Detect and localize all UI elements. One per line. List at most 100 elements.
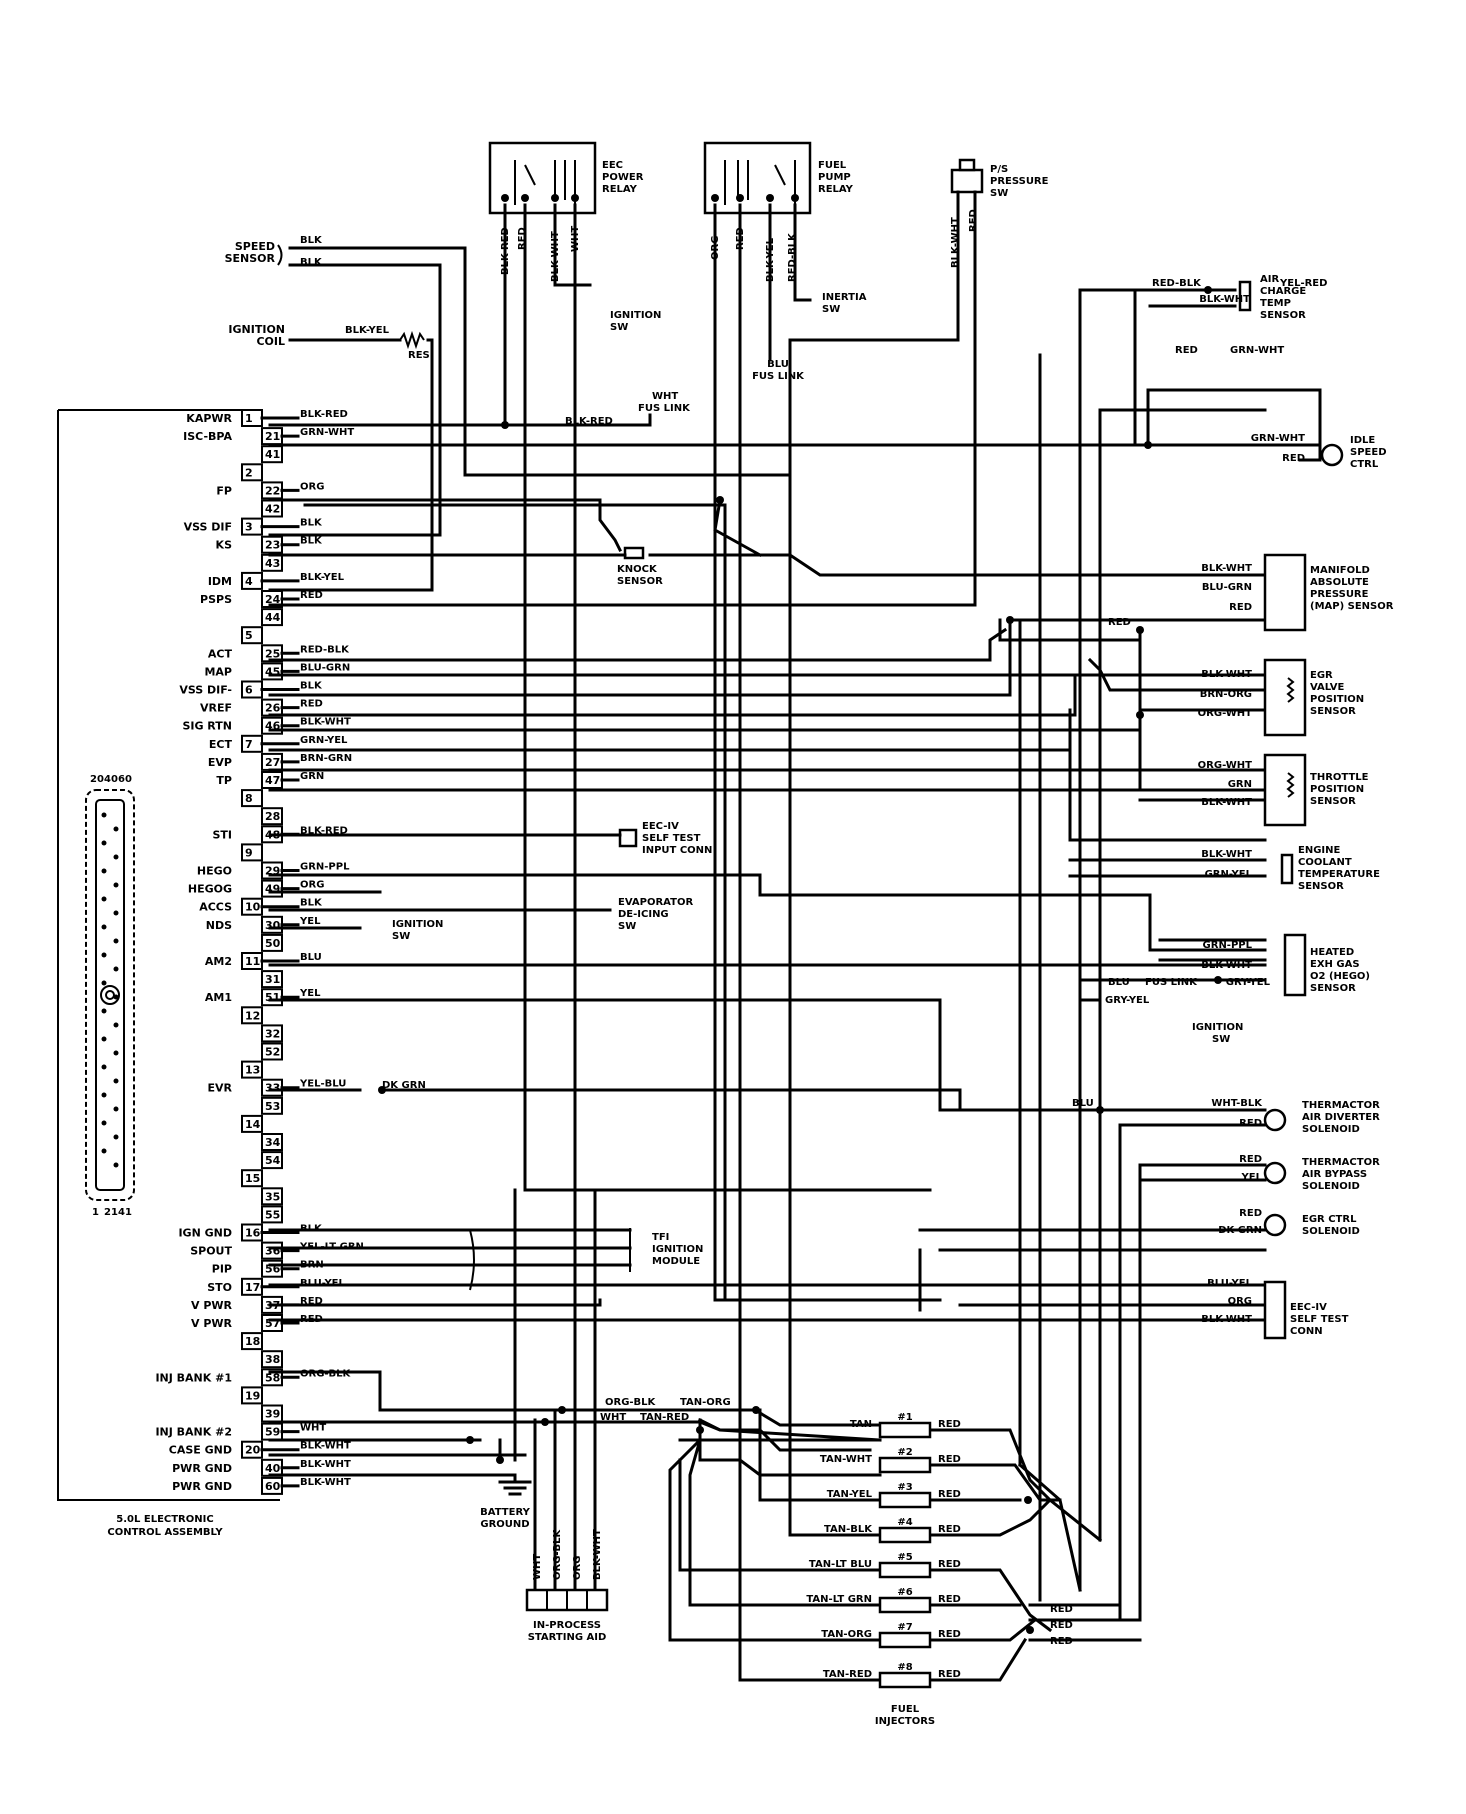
- svg-text:INJECTORS: INJECTORS: [875, 1716, 935, 1727]
- conn-label-1: 1: [92, 1207, 99, 1218]
- injector-body: [878, 1491, 932, 1509]
- ecu-pin-wire: BLK-YEL: [300, 572, 345, 583]
- ecu-pin-signal: EVP: [208, 756, 232, 769]
- svg-text:RED: RED: [1050, 1636, 1073, 1647]
- svg-text:BLU-GRN: BLU-GRN: [1202, 582, 1252, 593]
- injector-out-wire: RED: [938, 1594, 961, 1605]
- svg-text:BLU-YEL: BLU-YEL: [1207, 1278, 1253, 1289]
- ecu-pin-box: [241, 789, 263, 808]
- ecu-pin-number: 21: [265, 430, 280, 443]
- ecu-pin-wire: YEL-BLU: [299, 1079, 346, 1090]
- connector-pin-dot: [113, 910, 119, 916]
- svg-text:RED: RED: [1239, 1154, 1262, 1165]
- hego-sensor: GRN-PPL BLK-WHT GRY-YEL BLU FUS LINK GRY…: [1105, 933, 1370, 1045]
- svg-text:ABSOLUTE: ABSOLUTE: [1310, 577, 1369, 588]
- svg-text:IN-PROCESS: IN-PROCESS: [533, 1620, 601, 1631]
- svg-text:FUEL: FUEL: [818, 160, 847, 171]
- ecu-pin-number: 28: [265, 810, 280, 823]
- ecu-pin-wire: BLK-WHT: [300, 717, 351, 728]
- ecu-pin-wire: GRN-WHT: [300, 427, 354, 438]
- ecu-caption-2: CONTROL ASSEMBLY: [107, 1527, 223, 1538]
- injector-number: #7: [897, 1622, 912, 1633]
- svg-text:IGNITION: IGNITION: [610, 310, 661, 321]
- ecu-pin-box: [261, 608, 283, 627]
- ecu-pin-number: 59: [265, 1426, 280, 1439]
- injector-number: #5: [897, 1552, 912, 1563]
- ecu-pin-number: 43: [265, 557, 280, 570]
- ecu-pin-wire: ORG: [300, 481, 324, 492]
- ecu-pin-number: 27: [265, 756, 280, 769]
- ecu-pin-wire: YEL: [299, 988, 321, 999]
- injector-wire: TAN: [850, 1419, 872, 1430]
- connector-pin-dot: [113, 994, 119, 1000]
- svg-text:TFI: TFI: [652, 1232, 669, 1243]
- connector-pin-dot: [101, 812, 107, 818]
- ecu-pin-wire: RED: [300, 699, 323, 710]
- conn-label-60: 60: [118, 774, 132, 785]
- svg-text:YEL: YEL: [1241, 1172, 1263, 1183]
- svg-text:BLK-WHT: BLK-WHT: [1201, 669, 1252, 680]
- svg-text:RED-BLK: RED-BLK: [787, 232, 798, 282]
- injector-out-wire: RED: [938, 1454, 961, 1465]
- ecu-pin-signal: STI: [212, 828, 232, 841]
- ecu-pin-number: 3: [245, 521, 253, 534]
- ecu-pin-number: 40: [265, 1462, 281, 1475]
- connector-pin-dot: [101, 980, 107, 986]
- ecu-pin-signal: ECT: [209, 738, 233, 751]
- connector-pin-dot: [101, 1120, 107, 1126]
- ecu-pin-number: 18: [245, 1335, 260, 1348]
- ecu-pin-signal: ISC-BPA: [183, 430, 232, 443]
- svg-text:EGR: EGR: [1310, 670, 1333, 681]
- throttle-position-sensor: ORG-WHT GRN BLK-WHT THROTTLE POSITION SE…: [1198, 753, 1369, 827]
- svg-text:RED: RED: [1229, 602, 1252, 613]
- map-sensor: BLK-WHT BLU-GRN RED RED MANIFOLD ABSOLUT…: [1108, 553, 1394, 632]
- conn-label-21: 21: [104, 1207, 118, 1218]
- svg-text:CHARGE: CHARGE: [1260, 286, 1306, 297]
- starting-aid: WHT ORG-BLK ORG BLK-WHT IN-PROCESS START…: [525, 1528, 609, 1643]
- ecu-pin-wire: BLK-WHT: [300, 1441, 351, 1452]
- eec-iv-self-test-conn: BLU-YEL ORG BLK-WHT EEC-IV SELF TEST CON…: [1201, 1278, 1349, 1340]
- ecu-pin-number: 8: [245, 792, 253, 805]
- ecu-pin-wire: RED-BLK: [300, 644, 350, 655]
- ecu-pin-number: 44: [265, 611, 281, 624]
- svg-text:BRN-ORG: BRN-ORG: [1200, 689, 1252, 700]
- ecu-pin-number: 1: [245, 412, 253, 425]
- connector-pin-dot: [101, 868, 107, 874]
- ecu-pin-wire: BLK: [300, 536, 323, 547]
- ecu-pin-signal: MAP: [204, 665, 232, 678]
- ecu-pin-box: [241, 1332, 263, 1351]
- svg-text:IGNITION: IGNITION: [228, 323, 285, 336]
- svg-text:YEL-RED: YEL-RED: [1279, 278, 1327, 289]
- ecu-pin-wire: BLK-RED: [300, 409, 348, 420]
- injector-body: [878, 1526, 932, 1544]
- ecu-pin-signal: V PWR: [191, 1317, 233, 1330]
- ecu-pin-signal: VREF: [200, 702, 232, 715]
- svg-text:(MAP) SENSOR: (MAP) SENSOR: [1310, 601, 1394, 612]
- connector-pin-dot: [101, 840, 107, 846]
- svg-text:STARTING AID: STARTING AID: [528, 1632, 607, 1643]
- injector-wire: TAN-YEL: [827, 1489, 873, 1500]
- engine-coolant-temp-sensor: BLK-WHT GRN-YEL ENGINE COOLANT TEMPERATU…: [1201, 845, 1380, 892]
- ecu-pin-number: 31: [265, 973, 280, 986]
- ecu-pin-signal: HEGOG: [188, 883, 232, 896]
- ps-pressure-switch: P/S PRESSURE SW: [950, 158, 1049, 199]
- svg-text:TAN-RED: TAN-RED: [640, 1412, 689, 1423]
- ecu-pin-number: 9: [245, 846, 253, 859]
- ecu-pin-signal: KS: [216, 539, 233, 552]
- svg-text:BLK-RED: BLK-RED: [565, 416, 613, 427]
- injector-body: [878, 1561, 932, 1579]
- ecu-pin-wire: BLK-WHT: [300, 1459, 351, 1470]
- connector-pin-dot: [113, 1050, 119, 1056]
- svg-text:SENSOR: SENSOR: [1298, 881, 1344, 892]
- ecu-pin-number: 7: [245, 738, 253, 751]
- svg-text:DE-ICING: DE-ICING: [618, 909, 669, 920]
- connector-pin-dot: [113, 1134, 119, 1140]
- connector-pin-dot: [101, 1036, 107, 1042]
- ecu-pin-signal: SIG RTN: [182, 720, 232, 733]
- svg-text:SENSOR: SENSOR: [1310, 796, 1356, 807]
- ecu-pin-number: 11: [245, 955, 260, 968]
- ecu-pin-signal: VSS DIF: [184, 521, 232, 534]
- svg-text:RED: RED: [517, 227, 528, 250]
- connector-pin-dot: [101, 924, 107, 930]
